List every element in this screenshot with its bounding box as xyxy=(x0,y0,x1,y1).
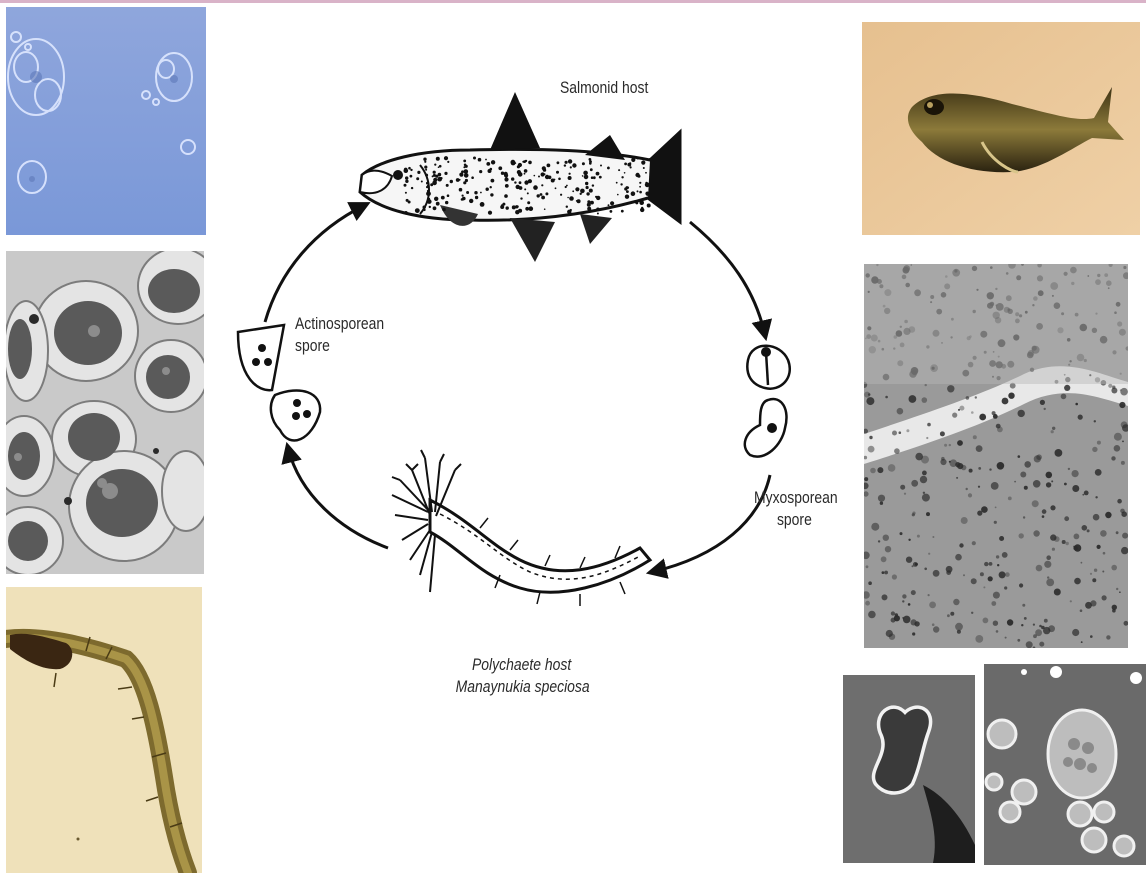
actinosporean-label-line2: spore xyxy=(295,335,384,357)
fish-drawing xyxy=(360,92,680,262)
phase-contrast-spore-photo xyxy=(843,675,975,863)
polychaete-label-line2: Manaynukia speciosa xyxy=(456,676,590,698)
actinosporean-label-line1: Actinosporean xyxy=(295,313,384,335)
top-border-line xyxy=(0,0,1146,3)
myxosporean-label-line2: spore xyxy=(754,509,838,531)
polychaete-label-line1: Polychaete host xyxy=(472,654,590,676)
tissue-section-photo xyxy=(864,264,1128,648)
myxosporean-spore-label: Myxosporean spore xyxy=(754,487,838,531)
actinosporean-spore-label: Actinosporean spore xyxy=(295,313,384,357)
salmonid-host-label: Salmonid host xyxy=(560,77,648,99)
cyst-cluster-photo xyxy=(984,664,1146,865)
myxosporean-label-line1: Myxosporean xyxy=(754,487,838,509)
dark-fish-photo xyxy=(862,22,1140,235)
myxosporean-spore-drawing xyxy=(745,346,790,457)
life-cycle-diagram xyxy=(210,50,860,750)
cell-histology-photo xyxy=(6,251,204,574)
micrograph-blue-photo xyxy=(6,7,206,235)
cycle-arrow xyxy=(265,205,770,572)
worm-photo xyxy=(6,587,202,873)
polychaete-host-label: Polychaete host Manaynukia speciosa xyxy=(472,654,590,698)
worm-drawing xyxy=(392,450,650,606)
